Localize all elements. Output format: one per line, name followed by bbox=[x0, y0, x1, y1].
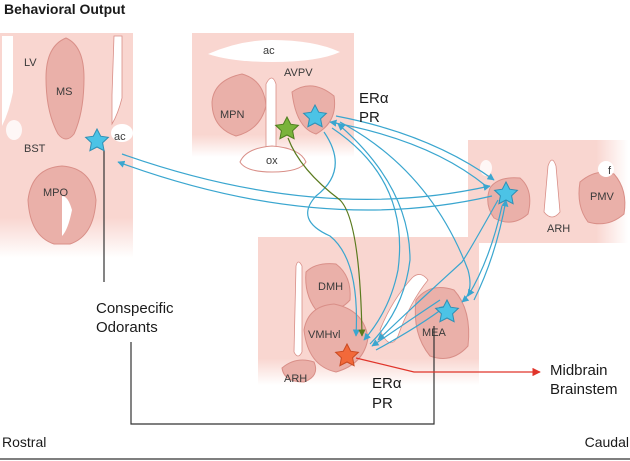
label-ac-preoptic: ac bbox=[263, 45, 275, 57]
ventromedial-arh bbox=[281, 359, 317, 383]
section-septal: LV MS BST ac MPO bbox=[0, 33, 133, 258]
odorant-line-lower bbox=[130, 326, 435, 425]
star-icon bbox=[84, 127, 110, 152]
axis-label-caudal: Caudal bbox=[585, 434, 629, 450]
section-preoptic: ac AVPV MPN ox bbox=[192, 33, 354, 173]
preoptic-chiasm bbox=[239, 145, 307, 173]
odorants-label-line2: Odorants bbox=[96, 319, 158, 336]
star-icon bbox=[434, 298, 460, 323]
label-mpn: MPN bbox=[220, 109, 245, 121]
septal-bst-highlight bbox=[6, 120, 22, 140]
label-ms: MS bbox=[56, 86, 73, 98]
star-icon bbox=[334, 342, 360, 367]
star-icon bbox=[274, 115, 300, 140]
label-vmhvl: VMHvl bbox=[308, 329, 340, 341]
odorants-label-line1: Conspecific bbox=[96, 300, 174, 317]
connection-pmv-to-mea bbox=[467, 205, 503, 297]
output-label-line1: Midbrain bbox=[550, 362, 608, 379]
connection-avpv-to-vmh-2 bbox=[331, 127, 401, 341]
label-ox: ox bbox=[266, 155, 278, 167]
star-icon bbox=[493, 180, 519, 205]
blue-connections bbox=[117, 115, 509, 351]
septal-ventricle-right bbox=[111, 35, 123, 126]
label-ac-septal: ac bbox=[114, 131, 126, 143]
receptor-label-top-pr: PR bbox=[359, 109, 380, 126]
receptor-label-bottom-era: ERα bbox=[372, 375, 402, 392]
premammillary-ventricle bbox=[543, 159, 561, 218]
figure-title: Behavioral Output bbox=[4, 1, 126, 17]
connection-avpv-to-pmv bbox=[335, 115, 495, 181]
label-f: f bbox=[608, 165, 612, 177]
odorant-input-lines bbox=[103, 150, 435, 425]
preoptic-ventricle bbox=[265, 77, 277, 151]
star-icon bbox=[302, 103, 328, 128]
connection-pmv-to-avpv bbox=[329, 119, 487, 187]
connection-mea-to-pmv bbox=[473, 199, 509, 301]
ventromedial-region-dmh bbox=[305, 263, 351, 312]
preoptic-ac bbox=[208, 40, 340, 62]
label-avpv: AVPV bbox=[284, 67, 313, 79]
stars bbox=[84, 103, 519, 367]
label-dmh: DMH bbox=[318, 281, 343, 293]
septal-ventricle-left bbox=[2, 36, 13, 126]
label-arh-ventromedial: ARH bbox=[284, 373, 307, 385]
label-lv: LV bbox=[24, 57, 37, 69]
output-label-line2: Brainstem bbox=[550, 381, 618, 398]
label-bst: BST bbox=[24, 143, 46, 155]
avpv-to-vmh-path bbox=[287, 137, 366, 337]
connection-vmh-to-avpv bbox=[337, 123, 411, 345]
receptor-label-bottom-pr: PR bbox=[372, 395, 393, 412]
connection-pmv-to-bst bbox=[117, 160, 493, 211]
septal-region-ms bbox=[45, 37, 85, 140]
ventromedial-ventricle bbox=[293, 261, 303, 357]
ventromedial-region-mea bbox=[414, 287, 470, 359]
connection-bst-to-pmv bbox=[121, 153, 491, 200]
output-arrow bbox=[355, 357, 541, 377]
connection-avpv-to-vmh-1 bbox=[307, 131, 360, 337]
septal-midline bbox=[62, 196, 72, 236]
section-premammillary: f ARH PMV bbox=[468, 140, 628, 243]
label-mpo: MPO bbox=[43, 187, 69, 199]
septal-ac-bundle bbox=[111, 124, 133, 142]
connection-mea-to-vmh bbox=[371, 299, 441, 347]
label-pmv: PMV bbox=[590, 191, 615, 203]
connection-pmv-to-vmh bbox=[377, 199, 499, 341]
premammillary-left-highlight bbox=[480, 160, 492, 176]
ventromedial-optic-tract bbox=[379, 274, 429, 344]
label-arh-premammillary: ARH bbox=[547, 223, 570, 235]
premammillary-fornix-bundle bbox=[598, 161, 614, 177]
axis-label-rostral: Rostral bbox=[2, 434, 46, 450]
receptor-label-top-era: ERα bbox=[359, 90, 389, 107]
